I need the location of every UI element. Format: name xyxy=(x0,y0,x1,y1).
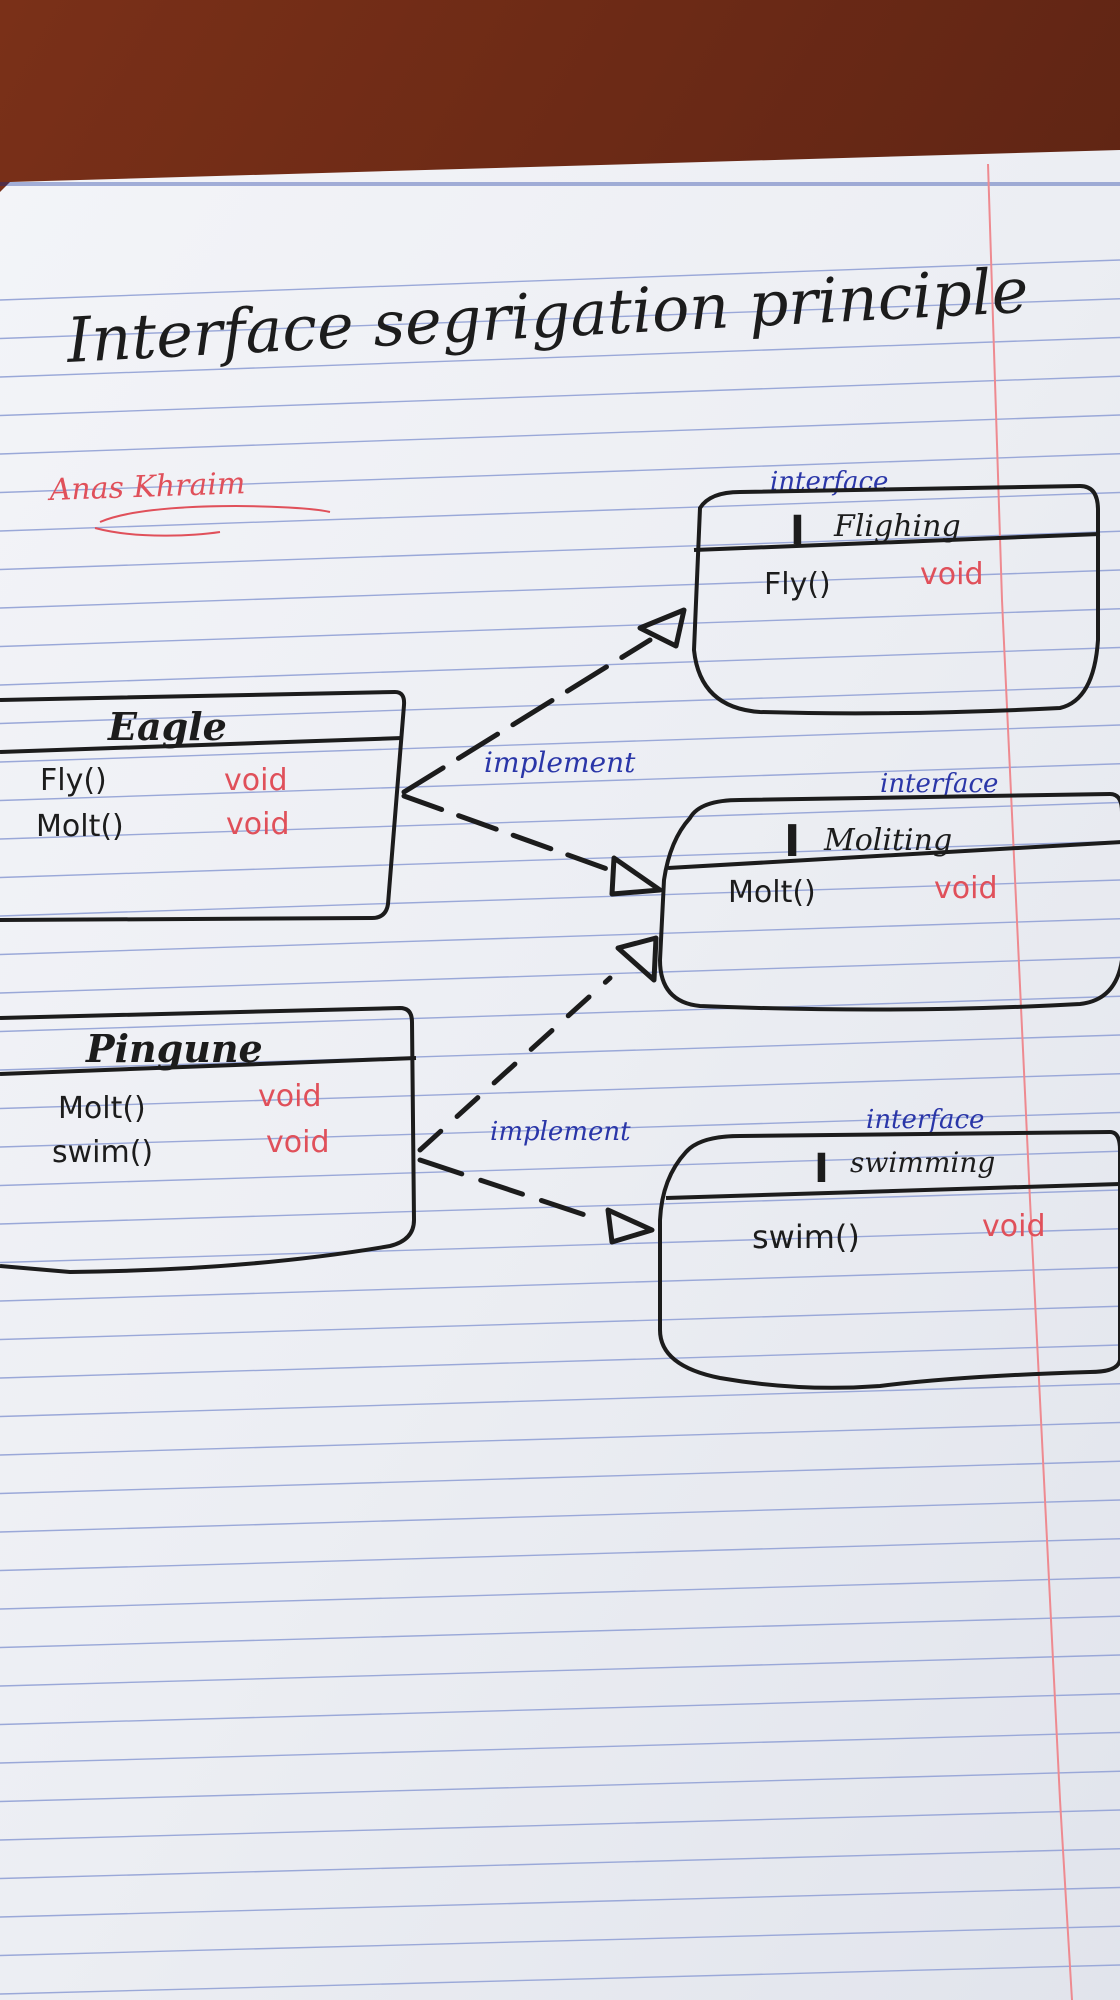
method-name: Molt() xyxy=(728,875,816,910)
interface-icon: I xyxy=(814,1146,829,1192)
ruled-line xyxy=(0,685,1120,725)
class-pingune: Pingune Molt() void swim() void xyxy=(0,1005,417,1275)
ruled-line xyxy=(0,1499,1120,1533)
class-name: Pingune xyxy=(85,1026,263,1071)
ruled-line xyxy=(0,375,1120,417)
ruled-line xyxy=(0,995,1120,1033)
interface-divider xyxy=(667,840,1120,870)
interface-divider xyxy=(693,532,1101,552)
ruled-line xyxy=(0,1576,1120,1610)
author-underline xyxy=(94,505,331,537)
ruled-line xyxy=(0,1073,1120,1110)
interface-box-outline xyxy=(691,483,1100,716)
method-type: void xyxy=(226,807,290,842)
ruled-line xyxy=(0,1228,1120,1264)
class-eagle: Eagle Fly() void Molt() void xyxy=(0,689,407,922)
ruled-line xyxy=(0,763,1120,802)
interface-icon: I xyxy=(790,508,805,554)
ruled-line xyxy=(0,646,1120,686)
arrowhead-triangle xyxy=(609,855,663,897)
method-name: Molt() xyxy=(36,809,124,844)
ruled-line xyxy=(0,1654,1120,1687)
realization-arrow-eagle-moliting xyxy=(401,793,613,873)
ruled-line xyxy=(0,1693,1120,1726)
arrowhead-triangle xyxy=(605,1207,655,1245)
class-divider xyxy=(0,736,403,754)
ruled-line xyxy=(0,1809,1120,1841)
interface-icon: I xyxy=(784,816,800,867)
ruled-line xyxy=(0,1034,1120,1071)
ruled-line xyxy=(0,1460,1120,1495)
ruled-line xyxy=(0,1731,1120,1764)
ruled-line xyxy=(0,801,1120,840)
class-box-outline xyxy=(0,689,407,922)
ruled-line xyxy=(0,1538,1120,1572)
class-divider xyxy=(0,1056,417,1076)
method-name: swim() xyxy=(752,1218,860,1256)
arrowhead-triangle xyxy=(615,935,659,983)
ruled-line xyxy=(0,1964,1120,1995)
ruled-line xyxy=(0,724,1120,763)
arrowhead-triangle xyxy=(637,607,687,649)
method-name: Fly() xyxy=(764,567,831,602)
method-name: Fly() xyxy=(40,763,107,798)
interface-swimming: interface I swimming swim() void xyxy=(658,1105,1120,1390)
ruled-line xyxy=(0,453,1120,494)
relation-label: implement xyxy=(490,1117,631,1147)
ruled-line xyxy=(0,918,1120,956)
ruled-line xyxy=(0,491,1120,532)
ruled-line xyxy=(0,608,1120,648)
method-name: swim() xyxy=(52,1135,153,1170)
author-name: Anas Khraim xyxy=(46,466,246,508)
method-type: void xyxy=(266,1125,330,1160)
ruled-line xyxy=(0,336,1120,378)
ruled-lines xyxy=(0,259,1120,1995)
notebook-page xyxy=(0,150,1120,2000)
ruled-line xyxy=(0,1848,1120,1880)
margin-line xyxy=(987,163,1073,2000)
ruled-line xyxy=(0,1266,1120,1302)
method-type: void xyxy=(920,557,984,592)
realization-arrow-pingune-moliting xyxy=(417,975,613,1153)
interface-stereotype: interface xyxy=(880,769,998,799)
ruled-line xyxy=(0,1305,1120,1341)
class-box-outline xyxy=(0,1005,417,1275)
ruled-line xyxy=(0,1615,1120,1649)
ruled-line xyxy=(0,1925,1120,1957)
realization-arrow-pingune-swimming xyxy=(417,1157,603,1223)
realization-arrow-eagle-flighing xyxy=(401,637,653,795)
method-type: void xyxy=(258,1079,322,1114)
ruled-line xyxy=(0,1770,1120,1803)
ruled-line xyxy=(0,530,1120,571)
method-type: void xyxy=(982,1209,1046,1244)
interface-divider xyxy=(665,1182,1120,1200)
interface-box-outline xyxy=(657,791,1120,1012)
ruled-line xyxy=(0,879,1120,917)
interface-box-outline xyxy=(658,1129,1120,1390)
interface-flighing: interface I Flighing Fly() void xyxy=(691,467,1101,716)
ruled-line xyxy=(0,259,1120,301)
interface-moliting: interface I Moliting Molt() void xyxy=(657,769,1120,1012)
ruled-line xyxy=(0,1111,1120,1148)
ruled-line xyxy=(0,1344,1120,1379)
interface-name: swimming xyxy=(850,1146,995,1179)
ruled-line xyxy=(0,956,1120,994)
method-type: void xyxy=(934,871,998,906)
ruled-line xyxy=(0,1421,1120,1456)
ruled-line xyxy=(0,840,1120,879)
method-name: Molt() xyxy=(58,1091,146,1126)
ruled-line xyxy=(0,569,1120,609)
relation-label: implement xyxy=(484,746,636,779)
ruled-line xyxy=(0,1150,1120,1187)
ruled-line xyxy=(0,414,1120,455)
ruled-line xyxy=(0,298,1120,340)
interface-name: Flighing xyxy=(833,509,961,544)
interface-stereotype: interface xyxy=(866,1105,984,1135)
ruled-line xyxy=(0,1886,1120,1918)
interface-name: Moliting xyxy=(823,823,952,858)
class-name: Eagle xyxy=(107,704,227,749)
ruled-line xyxy=(0,1383,1120,1418)
method-type: void xyxy=(224,763,288,798)
